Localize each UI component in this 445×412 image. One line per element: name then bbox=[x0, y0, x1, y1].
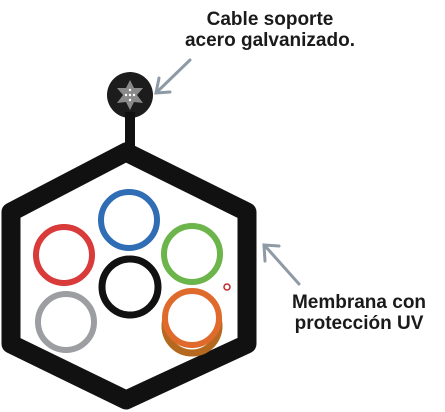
tube-black bbox=[98, 255, 162, 319]
messenger-web bbox=[125, 112, 135, 162]
steel-cable-label-line1: Cable soporte bbox=[206, 9, 334, 30]
uv-membrane-label-line1: Membrana con bbox=[291, 292, 427, 313]
arrow-icon bbox=[262, 243, 301, 286]
tube-gray bbox=[35, 291, 97, 353]
steel-cable-dots bbox=[124, 88, 136, 102]
uv-membrane-label-line2: protección UV bbox=[294, 313, 424, 334]
tube-blue bbox=[98, 189, 160, 251]
uv-membrane-label: Membrana con protección UV bbox=[270, 292, 445, 334]
tube-orange bbox=[161, 288, 223, 357]
tube-red bbox=[33, 224, 95, 286]
arrow-icon bbox=[154, 58, 192, 95]
tube-green bbox=[161, 223, 223, 285]
outer-sheath bbox=[1, 142, 257, 410]
rip-cord-marker bbox=[223, 283, 231, 291]
steel-cable-label-line2: acero galvanizado. bbox=[184, 30, 355, 51]
steel-cable-label: Cable soporte acero galvanizado. bbox=[150, 9, 390, 51]
